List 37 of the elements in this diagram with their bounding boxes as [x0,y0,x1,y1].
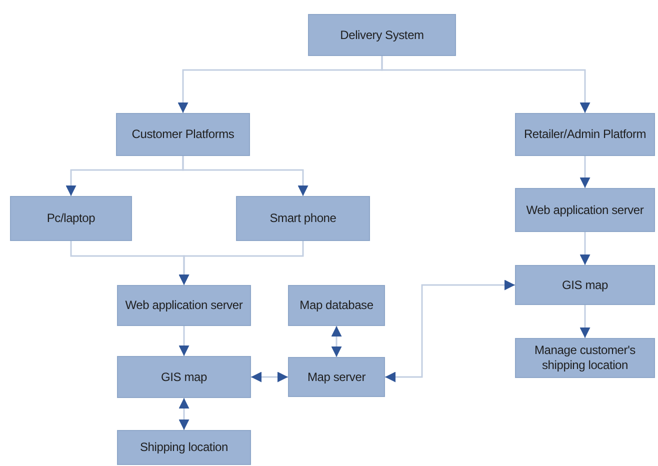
process-box [117,285,251,326]
arrow [385,280,515,382]
arrow [580,156,590,188]
process-box [515,188,655,232]
box-label: Web application server [125,298,243,313]
box-label: Web application server [526,202,644,218]
process-box [236,196,370,241]
box-label: GIS map [562,278,608,292]
arrow [580,305,590,338]
process-box [515,338,655,378]
box-label: GIS map [161,370,207,384]
box-label: Shipping location [140,440,228,455]
process-box [288,285,385,326]
arrow [178,398,190,430]
box-label: Map database [300,298,374,313]
box-label: Delivery System [340,28,424,42]
box-label: Pc/laptop [46,211,96,226]
box-label: Smart phone [270,211,336,226]
process-box [515,113,655,156]
process-box [515,265,655,305]
process-box [288,357,385,397]
process-box [117,430,251,465]
arrow [251,372,288,382]
process-box [116,113,250,156]
box-label: Retailer/Admin Platform [524,127,646,142]
arrow [381,56,590,113]
arrow [580,232,590,265]
box-label: Customer Platforms [132,127,234,142]
process-box [10,196,132,241]
arrow [178,241,304,285]
arrow [182,156,308,196]
arrow [331,326,342,357]
process-box [308,14,456,56]
box-label: Manage customer's shipping location [534,343,636,373]
process-box [117,356,251,398]
box-label: Map server [307,370,366,384]
arrow [178,326,190,356]
